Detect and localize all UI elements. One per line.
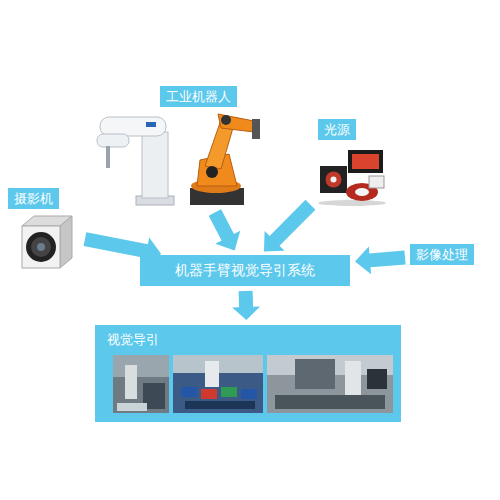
- scara-robot: [97, 117, 174, 205]
- system-title: 机器手臂视觉导引系统: [175, 262, 315, 280]
- light-source: [318, 150, 386, 206]
- component-tag: 光源: [318, 119, 356, 140]
- camera: [22, 216, 72, 268]
- robot-group: 工业机器人: [95, 86, 267, 208]
- block-arrow: [232, 291, 260, 320]
- camera-group: 摄影机: [8, 188, 80, 274]
- block-arrow: [264, 200, 315, 252]
- process-tag: 影像处理: [410, 244, 474, 265]
- component-tag: 摄影机: [8, 188, 59, 209]
- block-arrow: [209, 209, 241, 250]
- light-group: 光源: [314, 119, 388, 209]
- panel-title: 视觉导引: [107, 331, 159, 349]
- system-box: 机器手臂视觉导引系统: [140, 255, 350, 286]
- component-tag: 影像处理: [416, 247, 468, 262]
- result-panel: 视觉导引: [95, 325, 401, 422]
- block-arrow: [355, 246, 406, 274]
- articulated-robot: [190, 114, 260, 205]
- component-tag: 工业机器人: [160, 86, 237, 107]
